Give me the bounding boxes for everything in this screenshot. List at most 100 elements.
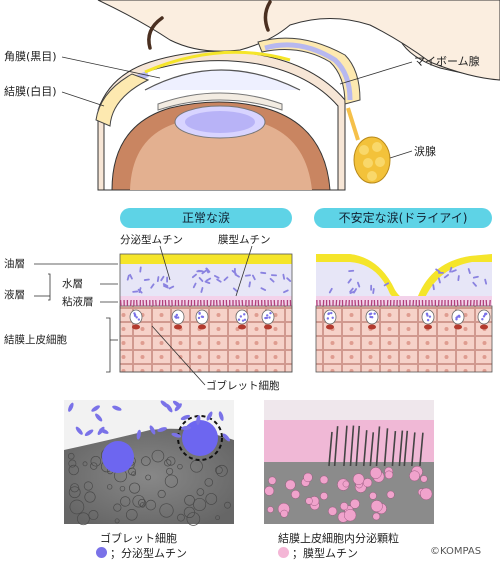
mucin-granule	[137, 318, 141, 321]
mucin-granule	[133, 314, 137, 317]
goblet-nucleus	[326, 324, 334, 330]
mucin-granule	[484, 312, 487, 316]
copyright: ©KOMPAS	[430, 546, 482, 557]
secretory-mucin-particle	[260, 287, 267, 291]
membrane-mucin-label: 膜型ムチン	[218, 234, 271, 246]
organelle	[177, 513, 185, 522]
secretory-mucin-particle	[451, 269, 457, 273]
secretory-mucin-particle	[160, 400, 169, 408]
organelle	[69, 499, 85, 515]
secretory-mucin-particle	[437, 277, 441, 284]
organelle	[193, 497, 207, 512]
right-legend-text: ；膜型ムチン	[292, 547, 358, 560]
microvillus	[419, 432, 424, 467]
secretory-mucin-particle	[162, 283, 169, 287]
right-photo-caption: 結膜上皮細胞内分泌顆粒	[278, 532, 399, 545]
secretory-mucin-particle	[150, 283, 155, 289]
membrane-mucin-swatch	[278, 547, 289, 558]
oil-layer-label: 油層	[4, 258, 25, 270]
goblet-nucleus	[368, 324, 376, 330]
secretory-mucin-particle	[269, 277, 275, 283]
goblet-nucleus	[264, 324, 272, 330]
secretory-mucin-particle	[286, 277, 292, 282]
goblet-cell	[421, 309, 435, 325]
goblet-nucleus	[174, 324, 182, 330]
membrane-mucin-granule	[386, 490, 395, 499]
secretory-mucin-particle	[216, 278, 222, 283]
secretory-mucin-label: 分泌型ムチン	[120, 234, 183, 246]
microvillus	[343, 425, 348, 467]
secretory-mucin-particle	[166, 276, 169, 283]
secretory-mucin-particle	[372, 287, 375, 294]
secretory-mucin-particle	[328, 287, 333, 294]
goblet-nucleus	[132, 324, 140, 330]
epithelium-photo	[264, 400, 434, 524]
membrane-mucin-granule	[344, 509, 357, 522]
secretory-mucin-particle	[200, 287, 204, 293]
mucin-granule	[243, 318, 247, 321]
goblet-cell	[323, 309, 337, 325]
mucin-granule	[269, 311, 272, 315]
membrane-mucin-granule	[268, 476, 277, 485]
organelle	[205, 493, 218, 505]
mucin-granule	[133, 312, 136, 315]
secretory-mucin-particle	[205, 277, 212, 282]
secretory-mucin-particle	[347, 278, 352, 284]
secretory-mucin-particle	[157, 427, 167, 432]
secretory-mucin-particle	[196, 270, 203, 273]
organelle	[204, 478, 214, 487]
organelle	[68, 486, 81, 499]
secretory-mucin-particle	[244, 274, 251, 277]
secretory-mucin-particle	[192, 282, 197, 289]
membrane-mucin-granule	[291, 489, 301, 499]
secretory-mucin-particle	[196, 415, 201, 426]
secretory-mucin-particle	[231, 269, 237, 275]
goblet-cell-label: ゴブレット細胞	[206, 380, 280, 392]
unstable-tear-title: 不安定な涙(ドライアイ)	[314, 208, 492, 228]
epithelium-label: 結膜上皮細胞	[4, 334, 67, 346]
mucin-granule	[368, 312, 372, 316]
organelle	[67, 452, 75, 460]
mucin-granule	[197, 316, 201, 320]
secretory-mucin-particle	[349, 287, 354, 293]
organelle	[215, 466, 223, 474]
liquid-layer-label: 液層	[4, 289, 25, 301]
organelle	[166, 456, 176, 466]
organelle	[129, 482, 141, 494]
organelle	[84, 491, 96, 503]
secretory-mucin-particle	[282, 273, 286, 280]
secretory-mucin-particle	[75, 426, 83, 435]
secretory-mucin-particle	[370, 284, 373, 291]
organelle	[125, 508, 138, 521]
meibomian-label: マイボーム腺	[414, 55, 480, 68]
conjunctiva-label: 結膜(白目)	[4, 85, 57, 98]
membrane-mucin-granule	[305, 497, 313, 505]
secretory-mucin-particle	[283, 289, 289, 294]
mucin-granule	[426, 318, 430, 322]
microvillus	[328, 431, 333, 467]
goblet-nucleus	[198, 324, 206, 330]
organelle	[106, 484, 113, 490]
mucin-granule	[331, 316, 334, 319]
secretory-mucin-particle	[260, 271, 267, 275]
secretory-mucin-particle	[171, 432, 182, 438]
secretory-mucin-particle	[91, 405, 100, 412]
mucin-granule	[428, 315, 432, 318]
organelle	[113, 503, 122, 512]
mucin-granule	[482, 315, 486, 318]
normal-tear-title: 正常な涙	[120, 208, 292, 228]
microvillus	[383, 428, 389, 467]
mucin-granule	[426, 314, 429, 317]
membrane-mucin-granule	[342, 480, 350, 488]
organelle	[145, 499, 157, 511]
secretory-mucin-particle	[348, 269, 355, 272]
left-photo-caption: ゴブレット細胞	[100, 532, 177, 545]
organelle	[88, 510, 99, 521]
secretory-mucin-particle	[218, 411, 224, 421]
secretory-mucin-particle	[204, 280, 211, 285]
mucin-granule	[456, 315, 459, 318]
secretory-mucin-particle	[232, 287, 238, 293]
secretory-mucin-particle	[201, 269, 207, 275]
